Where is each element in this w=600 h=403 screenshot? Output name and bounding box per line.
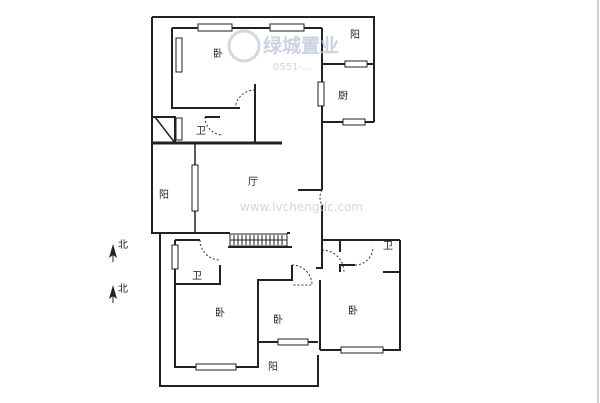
window-bath-top [175,117,183,141]
room-label-bath-top: 卫 [196,126,206,137]
door-bedroom-mid [291,264,313,286]
room-label-bedroom-mid: 卧 [273,313,283,326]
watermark-url: www.lvchengdc.com [240,200,363,214]
watermark-phone: 0551-... [273,62,312,73]
room-labels: 卧 阳 厨 卫 厅 阳 卫 卫 卧 卧 卧 阳 [159,29,393,373]
wall-bath-top-left [152,116,176,143]
door-living-right [319,189,323,206]
door-bedroom-top [234,89,256,111]
room-label-bath-br: 卫 [383,241,393,252]
room-label-balcony-bottom: 阳 [268,361,278,373]
door-bath-bl [199,239,221,261]
wall-bedroom-bl [174,284,259,368]
room-label-balcony-top: 阳 [350,29,360,41]
compass-north-2: 北 [109,283,128,303]
watermark-brand: 绿城置业 [263,34,339,57]
room-label-kitchen: 厨 [338,90,348,102]
closet [229,233,288,247]
watermark: 绿城置业 0551-... www.lvchengdc.com [227,29,363,214]
room-label-bath-bl: 卫 [192,271,202,282]
wall-bath-br-left [339,264,355,272]
wall-bedroom-top-inner [171,28,240,109]
wall-balcony-left [151,143,195,234]
compass-label-1: 北 [118,239,128,251]
door-bath-br [354,246,374,266]
door-bedroom-br [321,249,345,273]
window-bedroom-top-2 [269,23,305,32]
wall-bedroom-mid-right [316,240,323,269]
compass-label-2: 北 [118,283,128,295]
wall-diagonal [154,116,176,144]
window-bedroom-top-1 [197,23,233,32]
window-bedroom-left [175,37,183,73]
room-label-bedroom-top: 卧 [213,47,223,60]
room-label-balcony-left: 阳 [159,189,169,201]
compass-north-1: 北 [109,239,128,262]
walls [151,16,401,387]
window-bedroom-bl [195,363,237,371]
room-label-bedroom-bl: 卧 [215,306,225,319]
room-label-living: 厅 [248,177,258,188]
wall-bedroom-br [320,272,401,351]
window-kitchen-left [317,81,325,107]
room-label-bedroom-br: 卧 [348,304,358,317]
window-kitchen [344,60,368,68]
watermark-logo-icon [227,29,261,63]
door-swings [199,89,374,286]
window-bedroom-mid [277,338,309,346]
wall-bedroom-mid-left [257,265,293,342]
window-kitchen-bottom [342,118,366,126]
wall-top-outer [152,16,375,122]
window-living [191,164,199,212]
window-bedroom-br [340,346,384,354]
north-arrow-icon [109,244,117,258]
wall-bottom-left-outer [159,233,319,387]
window-bath-bl [171,244,179,270]
door-bath-top [204,116,224,136]
windows [171,23,384,371]
north-arrow-icon [109,285,117,299]
